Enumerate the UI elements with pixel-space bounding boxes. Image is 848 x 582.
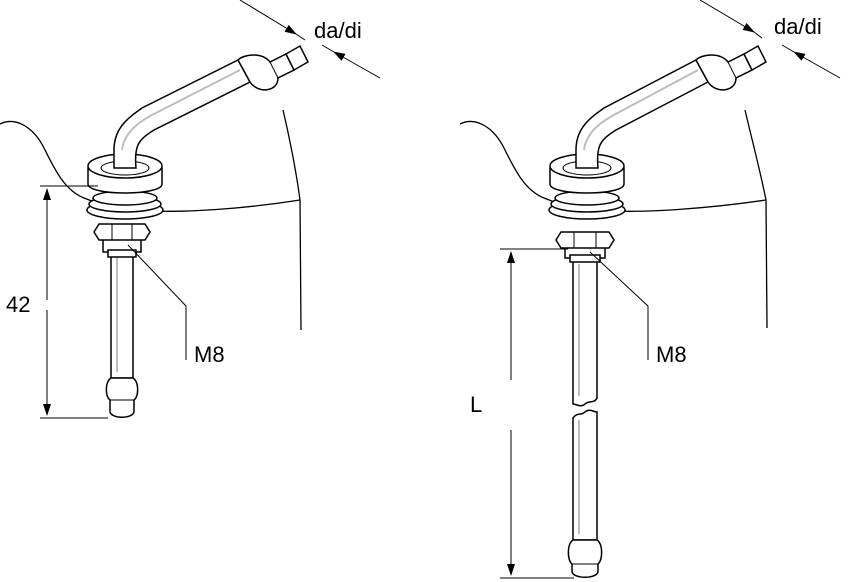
left-flange xyxy=(87,153,163,194)
left-surface-edge xyxy=(139,199,301,212)
left-nut xyxy=(93,223,151,258)
right-washer xyxy=(548,190,626,220)
right-diameter-dimension xyxy=(699,0,841,79)
right-surface-side xyxy=(744,109,768,329)
left-washer xyxy=(86,190,164,220)
right-thread-leader xyxy=(589,251,649,360)
left-height-dimension xyxy=(40,185,108,419)
right-vertical-tube-upper xyxy=(572,257,598,407)
right-length-dimension xyxy=(500,248,574,579)
right-bent-tube xyxy=(575,44,767,169)
left-thread-leader xyxy=(127,244,187,360)
left-bent-tube xyxy=(113,44,309,169)
left-thread-label: M8 xyxy=(194,342,225,367)
left-detail: da/di 42 M8 xyxy=(0,0,381,419)
left-diameter-dimension xyxy=(239,0,381,79)
right-nut xyxy=(555,231,615,263)
right-length-label: L xyxy=(470,392,482,417)
right-diameter-label: da/di xyxy=(774,14,822,39)
left-diameter-label: da/di xyxy=(314,18,362,43)
right-vertical-tube-lower xyxy=(567,409,603,578)
left-surface-side xyxy=(282,109,302,331)
right-thread-label: M8 xyxy=(656,342,687,367)
left-height-label: 42 xyxy=(6,292,30,317)
left-vertical-tube xyxy=(105,249,139,418)
right-detail: da/di L M8 xyxy=(459,0,841,579)
